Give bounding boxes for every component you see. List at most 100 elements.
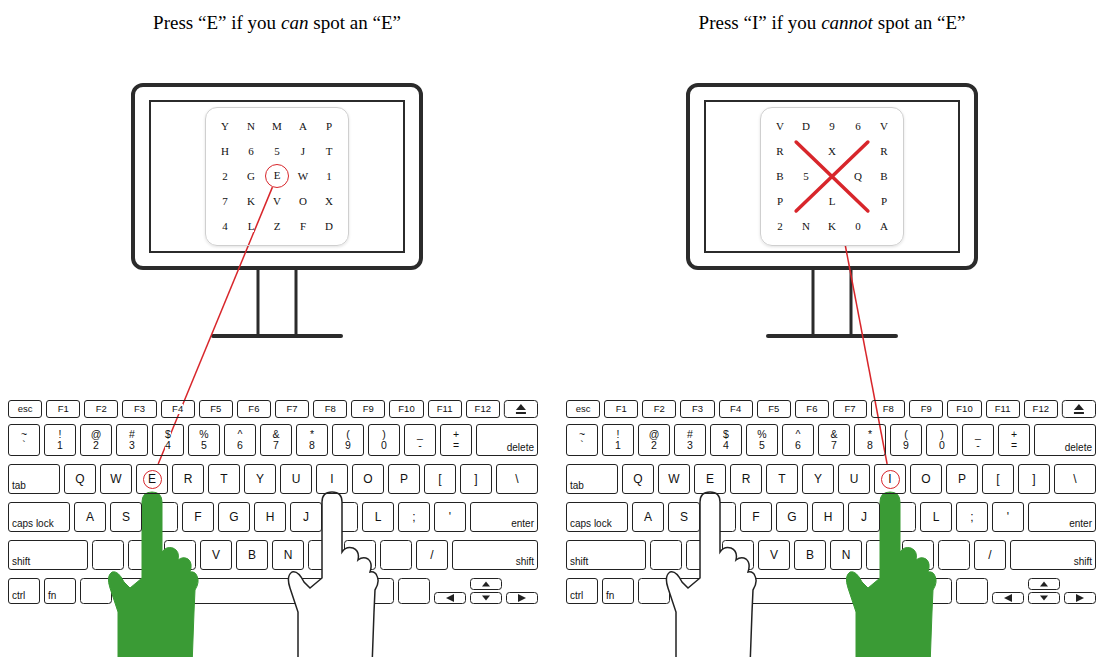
covered-key xyxy=(939,541,970,570)
key-label: 6 xyxy=(237,440,243,451)
keyboard-key: F3 xyxy=(680,400,714,418)
key-label: ! xyxy=(617,429,620,440)
key-label: 3 xyxy=(687,440,693,451)
cross-stroke xyxy=(796,142,868,211)
keyboard-key: U xyxy=(280,464,312,494)
keyboard-key: F11 xyxy=(986,400,1020,418)
grid-letter: L xyxy=(829,195,836,207)
monitor-bezel xyxy=(688,85,976,268)
key-label: F7 xyxy=(287,404,298,414)
key-label: J xyxy=(303,511,309,524)
key-label: Q xyxy=(633,473,642,486)
key-label: S xyxy=(122,511,130,524)
key-label: delete xyxy=(1065,443,1092,454)
key-label: @ xyxy=(91,429,102,440)
key-label: Y xyxy=(256,473,264,486)
key-label: fn xyxy=(606,591,614,602)
keyboard-key: shift xyxy=(452,540,538,570)
keyboard-key: ; xyxy=(956,502,988,532)
key-label: F7 xyxy=(845,404,856,414)
grid-letter: F xyxy=(300,220,306,232)
key-label: enter xyxy=(511,519,534,530)
keyboard-key: I xyxy=(316,464,348,494)
key-label: 9 xyxy=(903,440,909,451)
key-label: - xyxy=(418,440,422,451)
keyboard-key: / xyxy=(974,540,1006,570)
key-label: ( xyxy=(346,429,350,440)
keyboard-key: H xyxy=(254,502,286,532)
monitor-bezel xyxy=(133,85,421,268)
key-label: \ xyxy=(515,473,518,486)
keyboard-key: esc xyxy=(8,400,42,418)
keyboard-key: W xyxy=(658,464,690,494)
keyboard-key: (9 xyxy=(332,424,364,456)
keyboard-key: esc xyxy=(566,400,600,418)
grid-letter: A xyxy=(880,220,888,232)
keyboard-key: Q xyxy=(64,464,96,494)
keyboard-key: #3 xyxy=(674,424,706,456)
grid-letter: R xyxy=(880,145,887,157)
key-symbol xyxy=(518,594,526,602)
grid-letter: 5 xyxy=(274,145,280,157)
keyboard-key: $4 xyxy=(152,424,184,456)
key-label: ) xyxy=(382,429,386,440)
key-label: ! xyxy=(59,429,62,440)
grid-letter: R xyxy=(776,145,783,157)
target-circle: E xyxy=(265,164,289,188)
monitor-illustration xyxy=(688,85,976,336)
key-label: F3 xyxy=(134,404,145,414)
key-label: F12 xyxy=(1033,404,1049,414)
key-label: 1 xyxy=(57,440,63,451)
key-label: F6 xyxy=(806,404,817,414)
keyboard-key: A xyxy=(74,502,106,532)
key-label: A xyxy=(644,511,652,524)
key-label: 0 xyxy=(939,440,945,451)
key-symbol xyxy=(1074,404,1084,410)
key-label: ` xyxy=(580,440,584,451)
key-outline xyxy=(639,579,670,604)
keyboard-key: enter xyxy=(470,502,538,532)
key-outline xyxy=(1029,593,1060,604)
key-label: delete xyxy=(507,443,534,454)
key-label: ] xyxy=(1032,473,1035,486)
keyboard-key: F9 xyxy=(909,400,943,418)
key-label: tab xyxy=(12,481,26,492)
key-symbol xyxy=(482,582,490,587)
key-label: F9 xyxy=(363,404,374,414)
key-label: F8 xyxy=(325,404,336,414)
instruction-text: spot an “E” xyxy=(313,12,401,33)
key-symbol xyxy=(516,412,526,414)
key-label: * xyxy=(868,429,872,440)
key-label: B xyxy=(806,549,814,562)
keyboard-key: S xyxy=(110,502,142,532)
covered-key xyxy=(1062,401,1095,418)
key-label: V xyxy=(212,549,220,562)
covered-key xyxy=(993,593,1024,604)
keyboard-key: F xyxy=(182,502,214,532)
monitor-screen xyxy=(705,101,959,252)
key-label: 8 xyxy=(867,440,873,451)
keyboard-key: fn xyxy=(44,578,76,604)
grid-letter: J xyxy=(301,145,305,157)
key-label: E xyxy=(706,473,714,486)
keyboard-key: / xyxy=(416,540,448,570)
key-label: F12 xyxy=(475,404,491,414)
hand-illustration xyxy=(108,492,936,657)
grid-letter: Y xyxy=(221,120,229,132)
keyboard-key: G xyxy=(776,502,808,532)
key-label: = xyxy=(453,440,459,451)
key-label: L xyxy=(375,511,382,524)
keyboard-key: ctrl xyxy=(566,578,598,604)
key-label: shift xyxy=(570,557,588,568)
key-symbol xyxy=(482,596,490,601)
idle-hand xyxy=(288,492,378,657)
key-symbol xyxy=(1004,594,1012,602)
key-label: caps lock xyxy=(12,519,54,530)
keyboard-key: \ xyxy=(496,464,538,494)
keyboard-key: Y xyxy=(802,464,834,494)
key-outline xyxy=(1065,593,1096,604)
key-label: @ xyxy=(649,429,660,440)
keyboard-key: )0 xyxy=(926,424,958,456)
